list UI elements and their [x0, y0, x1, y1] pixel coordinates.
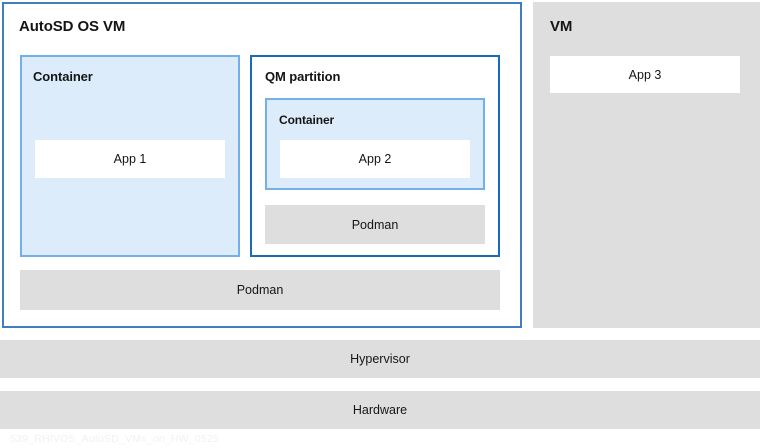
vm-panel	[533, 2, 760, 328]
qm-podman-label: Podman	[351, 217, 399, 232]
qm-partition-title: QM partition	[265, 69, 341, 84]
vm-title: VM	[550, 18, 573, 35]
app-3-label: App 3	[628, 67, 662, 82]
app-2-label: App 2	[358, 152, 392, 166]
app-1-label: App 1	[113, 152, 147, 166]
app-3-box: App 3	[550, 56, 740, 93]
autosd-os-vm-title: AutoSD OS VM	[19, 18, 126, 35]
autosd-container-title: Container	[33, 69, 93, 84]
hardware-bar: Hardware	[0, 391, 760, 429]
qm-container-title: Container	[279, 113, 335, 127]
autosd-podman-label: Podman	[236, 283, 284, 297]
hardware-label: Hardware	[352, 403, 408, 417]
autosd-podman-bar: Podman	[20, 270, 500, 310]
app-1-box: App 1	[35, 140, 225, 178]
watermark-text: 539_RHIVOS_AutoSD_VMs_on_HW_0525	[10, 433, 219, 445]
hypervisor-bar: Hypervisor	[0, 340, 760, 378]
app-2-box: App 2	[280, 140, 470, 178]
qm-podman-bar: Podman	[265, 205, 485, 244]
hypervisor-label: Hypervisor	[350, 352, 410, 366]
